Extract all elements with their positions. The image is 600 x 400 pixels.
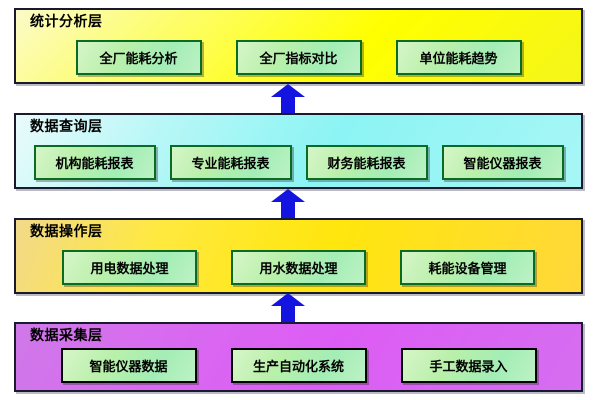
node-smart-meter-data[interactable]: 智能仪器数据 (60, 348, 197, 383)
layer-title-statistical-analysis: 统计分析层 (30, 14, 103, 30)
layer-data-query: 数据查询层 机构能耗报表 专业能耗报表 财务能耗报表 智能仪器报表 (14, 113, 583, 189)
layer-title-data-query: 数据查询层 (30, 119, 103, 135)
arrow-query-to-analysis-icon (270, 84, 306, 114)
node-production-automation-system[interactable]: 生产自动化系统 (230, 348, 367, 383)
layer-statistical-analysis: 统计分析层 全厂能耗分析 全厂指标对比 单位能耗趋势 (14, 8, 583, 84)
node-row-statistical-analysis: 全厂能耗分析 全厂指标对比 单位能耗趋势 (16, 40, 581, 75)
arrow-collection-to-operation-icon (270, 293, 306, 323)
node-electricity-data-processing[interactable]: 用电数据处理 (62, 250, 197, 285)
node-plant-index-comparison[interactable]: 全厂指标对比 (235, 40, 362, 75)
node-water-data-processing[interactable]: 用水数据处理 (231, 250, 366, 285)
layer-data-operation: 数据操作层 用电数据处理 用水数据处理 耗能设备管理 (14, 218, 583, 294)
node-plant-energy-analysis[interactable]: 全厂能耗分析 (75, 40, 202, 75)
node-financial-energy-report[interactable]: 财务能耗报表 (305, 145, 428, 180)
node-unit-energy-trend[interactable]: 单位能耗趋势 (395, 40, 522, 75)
node-manual-data-entry[interactable]: 手工数据录入 (400, 348, 537, 383)
node-row-data-operation: 用电数据处理 用水数据处理 耗能设备管理 (16, 250, 581, 285)
node-professional-energy-report[interactable]: 专业能耗报表 (169, 145, 292, 180)
node-smart-meter-report[interactable]: 智能仪器报表 (441, 145, 564, 180)
arrow-operation-to-query-icon (270, 189, 306, 219)
layer-title-data-operation: 数据操作层 (30, 224, 103, 240)
node-energy-equipment-management[interactable]: 耗能设备管理 (400, 250, 535, 285)
layer-title-data-collection: 数据采集层 (30, 328, 103, 344)
node-row-data-collection: 智能仪器数据 生产自动化系统 手工数据录入 (16, 348, 581, 383)
node-row-data-query: 机构能耗报表 专业能耗报表 财务能耗报表 智能仪器报表 (16, 145, 581, 180)
node-organization-energy-report[interactable]: 机构能耗报表 (33, 145, 156, 180)
layer-data-collection: 数据采集层 智能仪器数据 生产自动化系统 手工数据录入 (14, 322, 583, 392)
